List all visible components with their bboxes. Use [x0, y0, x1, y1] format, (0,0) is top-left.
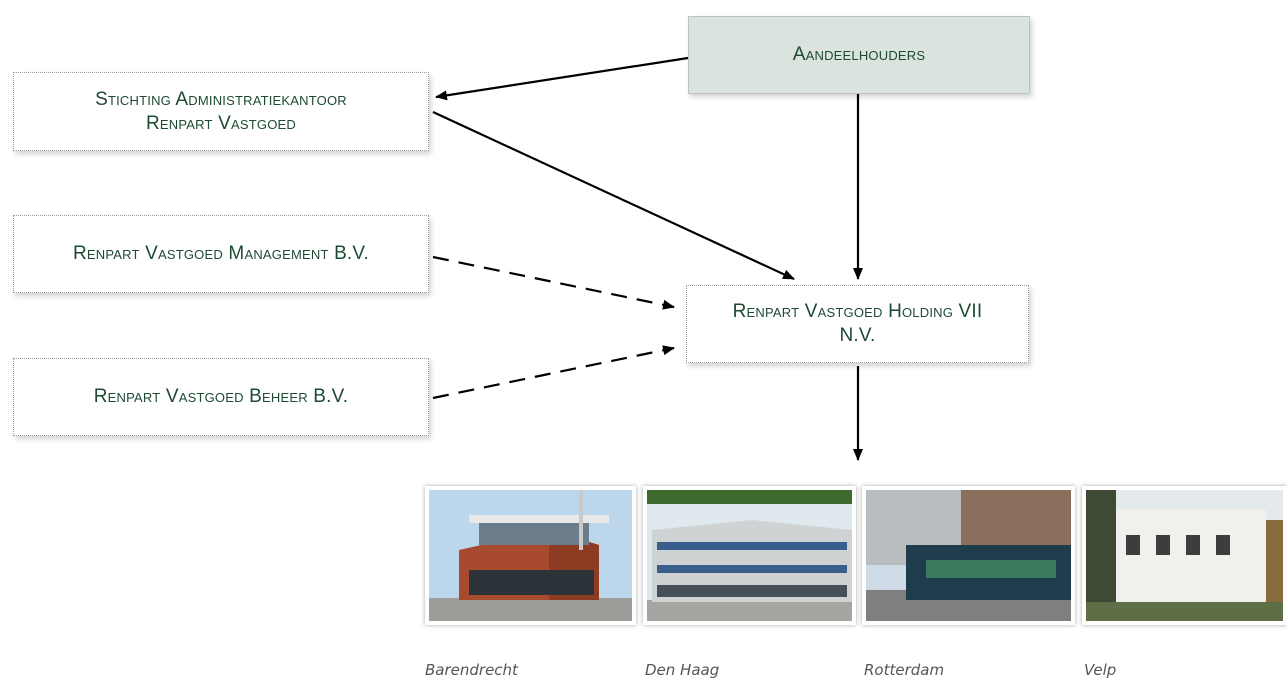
box-stichting: Stichting Administratiekantoor Renpart V… — [13, 72, 429, 151]
velp-building-illustration — [1086, 490, 1283, 621]
den-haag-building-illustration — [647, 490, 852, 621]
photo-den-haag — [643, 486, 856, 625]
caption-rotterdam: Rotterdam — [864, 661, 945, 679]
arrow-shareholders-to-stichting — [435, 56, 689, 101]
label-stichting-line1: Stichting Administratiekantoor — [95, 88, 347, 110]
caption-velp: Velp — [1084, 661, 1117, 679]
label-management: Renpart Vastgoed Management B.V. — [72, 243, 370, 264]
caption-den-haag: Den Haag — [645, 661, 720, 679]
caption-barendrecht: Barendrecht — [425, 661, 518, 679]
label-beheer: Renpart Vastgoed Beheer B.V. — [93, 386, 349, 407]
box-beheer: Renpart Vastgoed Beheer B.V. — [13, 358, 429, 436]
arrow-beheer-to-holding — [432, 345, 675, 400]
label-stichting-line2: Renpart Vastgoed — [146, 112, 296, 134]
photo-velp — [1082, 486, 1287, 625]
box-aandeelhouders: Aandeelhouders — [688, 16, 1030, 94]
label-aandeelhouders: Aandeelhouders — [792, 44, 926, 65]
photo-rotterdam — [862, 486, 1075, 625]
rotterdam-building-illustration — [866, 490, 1071, 621]
arrow-management-to-holding — [432, 255, 675, 310]
photo-barendrecht — [425, 486, 636, 625]
barendrecht-building-illustration — [429, 490, 632, 621]
box-holding: Renpart Vastgoed Holding VII N.V. — [686, 285, 1029, 363]
arrow-stichting-to-holding — [432, 111, 795, 280]
box-management: Renpart Vastgoed Management B.V. — [13, 215, 429, 293]
label-holding-line1: Renpart Vastgoed Holding VII — [732, 301, 983, 322]
label-holding-line2: N.V. — [839, 325, 876, 346]
